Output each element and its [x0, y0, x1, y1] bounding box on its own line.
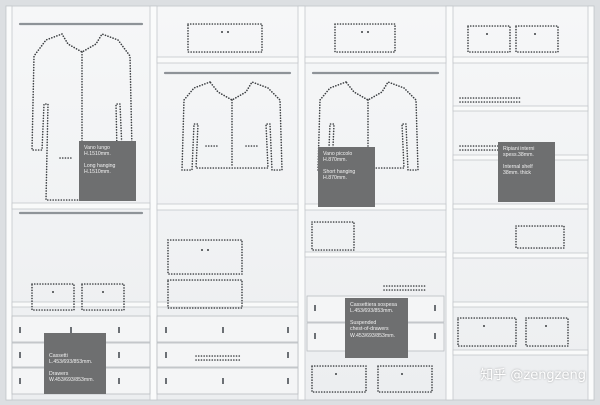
label-suspended-drawers-en-name-2: chest-of-drawers: [350, 326, 389, 333]
label-long-hanging-it-size: H.1510mm.: [84, 151, 111, 158]
dotted-boxes: [31, 23, 569, 393]
label-suspended-drawers-it-name: Cassettiera sospesa: [350, 302, 397, 308]
drawers-center: [156, 315, 299, 395]
label-internal-shelf-en-size: 38mm. thick: [503, 170, 531, 177]
label-long-hanging-it-name: Vano lungo: [84, 145, 110, 151]
label-drawers: Cassetti L.453/693/853mm. Drawers W.453/…: [44, 333, 106, 394]
label-long-hanging-en-size: H.1510mm.: [84, 169, 111, 176]
dotted-box-markers: [52, 31, 547, 375]
label-drawers-it-name: Cassetti: [49, 353, 68, 359]
label-suspended-drawers-en-size: W.453/693/853mm.: [350, 332, 395, 339]
label-short-hanging-en-name: Short hanging: [323, 168, 356, 175]
label-internal-shelf-it-name: Ripiani interni: [503, 146, 535, 152]
label-short-hanging-it-size: H.870mm.: [323, 157, 347, 164]
label-suspended-drawers-en-name: Suspended: [350, 319, 377, 326]
drawer-handles: [19, 305, 436, 384]
label-short-hanging-it-name: Vano piccolo: [323, 151, 353, 157]
label-short-hanging: Vano piccolo H.870mm. Short hanging H.87…: [318, 147, 375, 207]
label-drawers-it-size: L.453/693/853mm.: [49, 359, 93, 366]
label-internal-shelf-en-name: Internal shelf: [503, 163, 533, 170]
label-internal-shelf: Ripiani interni spess.38mm. Internal she…: [498, 142, 555, 202]
label-drawers-en-name: Drawers: [49, 370, 69, 377]
label-long-hanging-en-name: Long hanging: [84, 162, 116, 169]
watermark: 知乎 @zengzeng: [480, 368, 586, 383]
hanging-rails: [18, 22, 440, 215]
label-long-hanging: Vano lungo H.1510mm. Long hanging H.1510…: [79, 141, 136, 201]
label-short-hanging-en-size: H.870mm.: [323, 175, 347, 182]
label-drawers-en-size: W.453/693/853mm.: [49, 377, 94, 384]
label-suspended-drawers: Cassettiera sospesa L.453/693/853mm. Sus…: [345, 298, 408, 358]
label-internal-shelf-it-size: spess.38mm.: [503, 152, 534, 159]
label-suspended-drawers-it-size: L.453/693/853mm.: [350, 308, 394, 315]
vertical-dividers: [5, 5, 595, 401]
shelves: [11, 56, 589, 356]
